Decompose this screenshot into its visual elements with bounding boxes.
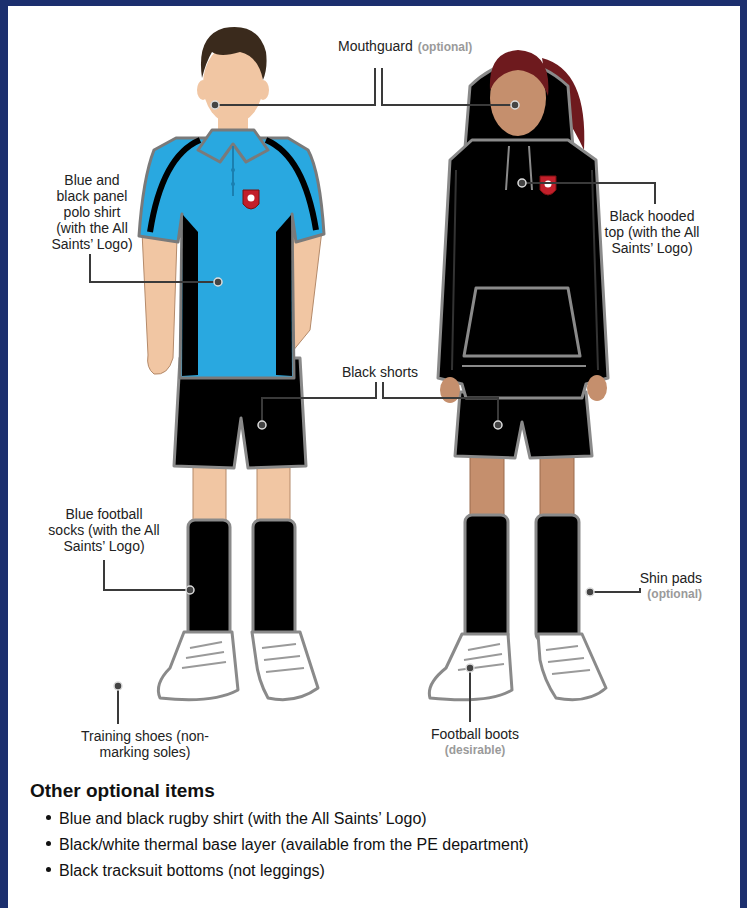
label-group: Blue and black rugby shirt (with the All… <box>46 806 736 884</box>
label-group: Blue football socks (with the All Saints… <box>48 506 160 554</box>
bullet-dot <box>46 815 51 820</box>
list-item: Black tracksuit bottoms (not leggings) <box>59 862 325 879</box>
item-label: Mouthguard <box>338 38 413 54</box>
list-row: Blue and black rugby shirt (with the All… <box>46 806 736 832</box>
item-label: Football boots <box>410 726 540 742</box>
optional-note: (optional) <box>590 586 702 602</box>
item-label: Black shorts <box>330 364 430 380</box>
leader-dots <box>114 101 594 690</box>
list-item: Black/white thermal base layer (availabl… <box>59 836 529 853</box>
item-label: Shin pads <box>590 570 702 586</box>
list-row: Black/white thermal base layer (availabl… <box>46 832 736 858</box>
item-label: Blue and black panel polo shirt (with th… <box>50 172 134 252</box>
bullet-dot <box>46 841 51 846</box>
leader-lines <box>90 68 655 724</box>
label-group: Black hooded top (with the All Saints’ L… <box>604 208 700 256</box>
label-group: Blue and black panel polo shirt (with th… <box>50 172 134 252</box>
item-label: Training shoes (non-marking soles) <box>75 728 215 760</box>
optional-note: (desirable) <box>410 742 540 758</box>
label-group: Black shorts <box>330 364 430 380</box>
label-group: Training shoes (non-marking soles) <box>75 728 215 760</box>
item-label: Black hooded top (with the All Saints’ L… <box>604 208 700 256</box>
page-panel <box>8 6 740 908</box>
list-item: Blue and black rugby shirt (with the All… <box>59 810 427 827</box>
label-group: Shin pads(optional) <box>590 570 702 602</box>
item-label: Blue football socks (with the All Saints… <box>48 506 160 554</box>
label-group: Other optional items <box>30 780 430 802</box>
girl-figure <box>429 50 608 700</box>
list-heading: Other optional items <box>30 780 430 802</box>
list-row: Black tracksuit bottoms (not leggings) <box>46 858 736 884</box>
label-group: Mouthguard (optional) <box>338 38 528 55</box>
boy-figure <box>139 27 324 700</box>
bullet-dot <box>46 867 51 872</box>
label-group: Football boots(desirable) <box>410 726 540 758</box>
optional-note: (optional) <box>418 40 473 54</box>
